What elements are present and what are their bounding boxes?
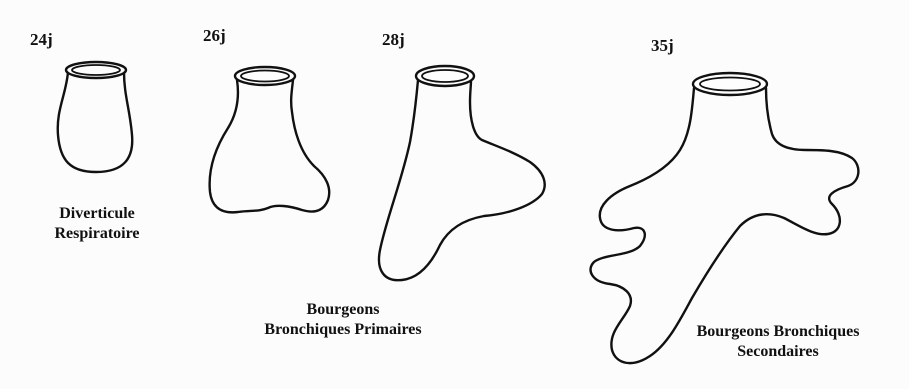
caption-secondaires: Bourgeons Bronchiques Secondaires [660,322,896,362]
secondary-buds-rim-35j [693,73,767,95]
caption-secondaires-line2: Secondaires [660,342,896,362]
primary-buds-body-26j [210,80,330,212]
primary-buds-rim-28j [416,66,474,86]
caption-diverticule-line1: Diverticule [34,204,160,224]
caption-diverticule-line2: Respiratoire [34,224,160,244]
caption-primaires: Bourgeons Bronchiques Primaires [236,300,450,340]
stage-label-24j: 24j [30,31,53,48]
caption-diverticule: Diverticule Respiratoire [34,204,160,244]
diverticule-drawing [58,62,133,172]
stage-label-35j: 35j [651,37,674,54]
stage-label-28j: 28j [382,31,405,48]
diverticule-body [58,72,133,172]
secondary-buds-drawing-35j [591,73,859,363]
primary-buds-drawing-28j [379,66,545,280]
primary-buds-body-28j [379,80,545,280]
caption-primaires-line1: Bourgeons [236,300,450,320]
caption-secondaires-line1: Bourgeons Bronchiques [660,322,896,342]
stage-label-26j: 26j [203,27,226,44]
caption-primaires-line2: Bronchiques Primaires [236,320,450,340]
primary-buds-drawing-26j [210,67,330,212]
